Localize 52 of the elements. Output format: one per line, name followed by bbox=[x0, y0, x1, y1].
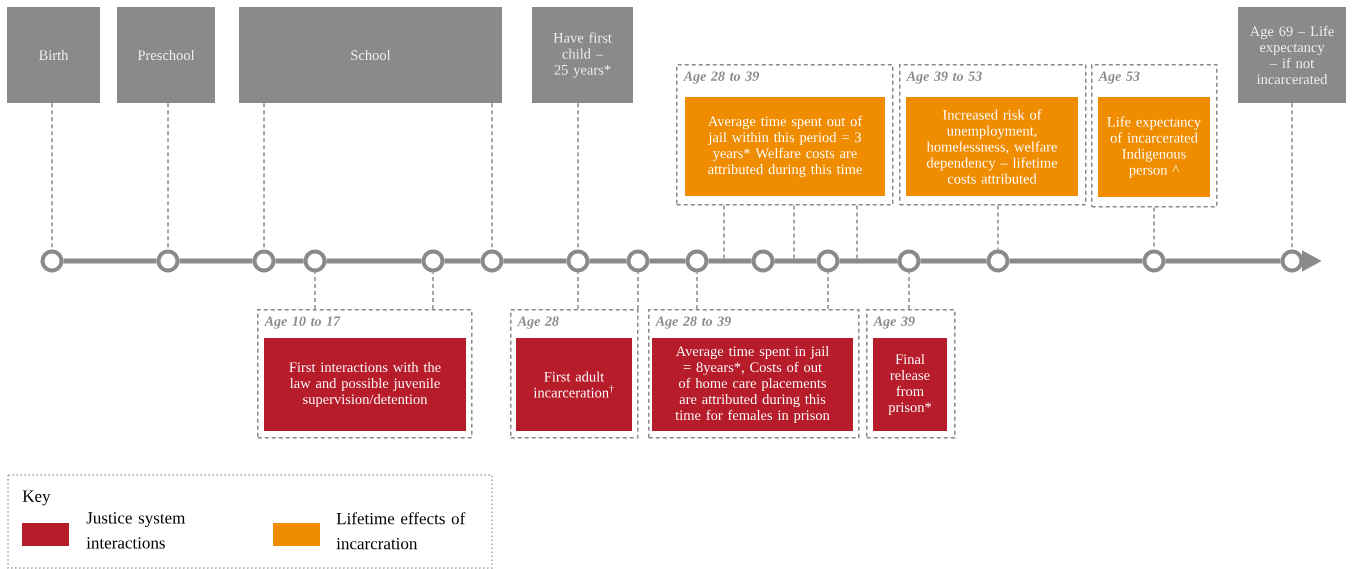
legend-title: Key bbox=[22, 490, 51, 506]
timeline-segment bbox=[708, 258, 752, 264]
timeline-marker bbox=[897, 249, 921, 273]
timeline-segment bbox=[1009, 258, 1143, 264]
timeline-marker bbox=[626, 249, 650, 273]
timeline-marker bbox=[40, 249, 64, 273]
legend-text: Lifetime effects of incarcration bbox=[336, 512, 466, 550]
stage-box: School bbox=[239, 7, 502, 103]
timeline-marker bbox=[986, 249, 1010, 273]
timeline-segment bbox=[1165, 258, 1281, 264]
timeline-marker bbox=[480, 249, 504, 273]
timeline-segment bbox=[774, 258, 817, 264]
timeline-marker bbox=[566, 249, 590, 273]
event-box: First adult incarceration$^{†}$ bbox=[516, 338, 632, 431]
stage-box: Birth bbox=[7, 7, 100, 103]
event-box: First interactions with the law and possible juvenile supervision/detention bbox=[264, 338, 466, 431]
timeline-marker bbox=[751, 249, 775, 273]
timeline-marker bbox=[156, 249, 180, 273]
dashed-connector bbox=[432, 271, 434, 310]
timeline-marker bbox=[252, 249, 276, 273]
legend-text: Justice system interactions bbox=[86, 512, 186, 549]
timeline-marker bbox=[816, 249, 840, 273]
timeline-segment bbox=[275, 258, 304, 264]
dashed-connector bbox=[997, 204, 999, 251]
timeline-segment bbox=[920, 258, 987, 264]
timeline-segment bbox=[63, 258, 157, 264]
dashed-connector bbox=[637, 271, 639, 310]
event-box: Average time spent out of jail within this period = 3 years* Welfare costs are attributed during this time bbox=[685, 97, 885, 196]
timeline-marker bbox=[421, 249, 445, 273]
dashed-connector bbox=[827, 271, 829, 310]
stage-box: Have first child – 25 years* bbox=[532, 7, 633, 103]
timeline-segment bbox=[326, 258, 422, 264]
timeline-segment bbox=[503, 258, 567, 264]
timeline-segment bbox=[589, 258, 627, 264]
stage-box: Preschool bbox=[117, 7, 215, 103]
timeline-marker bbox=[685, 249, 709, 273]
dashed-connector bbox=[696, 271, 698, 310]
timeline-segment bbox=[444, 258, 481, 264]
event-box: Final release from prison* bbox=[873, 338, 947, 431]
timeline-marker bbox=[303, 249, 327, 273]
timeline-segment bbox=[839, 258, 898, 264]
dashed-connector bbox=[314, 271, 316, 310]
event-box: Increased risk of unemployment, homelessness, welfare dependency – lifetime costs attributed bbox=[906, 97, 1078, 196]
event-box: Average time spent in jail = 8years*, Costs of out of home care placements are attributed during this time for females in prison bbox=[652, 338, 853, 431]
dashed-connector bbox=[908, 271, 910, 310]
event-box: Life expectancy of incarcerated Indigenous person ^ bbox=[1098, 97, 1210, 197]
stage-box: Age 69 – Life expectancy – if not incarcerated bbox=[1238, 7, 1346, 103]
timeline-segment bbox=[649, 258, 686, 264]
dashed-connector bbox=[577, 271, 579, 310]
timeline-marker bbox=[1142, 249, 1166, 273]
timeline-segment bbox=[179, 258, 253, 264]
timeline-marker bbox=[1280, 249, 1304, 273]
